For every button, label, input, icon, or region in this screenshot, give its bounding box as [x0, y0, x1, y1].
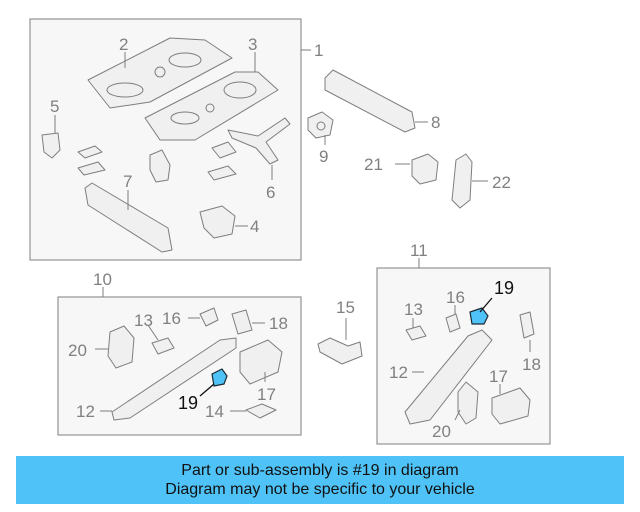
label-18-group-11: 18 [522, 355, 541, 374]
parts-diagram: 1 2 3 4 5 6 7 8 9 10 11 12 12 13 13 14 1… [29, 18, 551, 445]
part-22-pillar [451, 153, 488, 209]
part-small-bracket-e [207, 165, 237, 181]
label-10: 10 [93, 270, 112, 289]
label-12-group-10: 12 [76, 402, 95, 421]
label-12-group-11: 12 [389, 363, 408, 382]
label-18-group-10: 18 [269, 314, 288, 333]
part-15-bracket [317, 318, 363, 365]
label-22: 22 [492, 173, 511, 192]
group-11-part-19-highlight [469, 297, 493, 325]
part-small-bracket-c [149, 149, 171, 183]
group-11-part-12-rail [404, 329, 493, 425]
part-5-bracket [41, 115, 61, 159]
group-10-part-14 [230, 403, 277, 419]
banner-line-2: Diagram may not be specific to your vehi… [165, 481, 475, 498]
label-5: 5 [50, 97, 59, 116]
group-10-part-16 [188, 307, 219, 327]
group-11-part-13 [405, 318, 427, 341]
part-2-floor-pan [87, 37, 233, 109]
label-7: 7 [123, 172, 132, 191]
group-10-part-17 [239, 339, 283, 385]
label-9: 9 [319, 147, 328, 166]
group-11-part-17 [491, 384, 531, 425]
label-1: 1 [314, 41, 323, 60]
info-banner: Part or sub-assembly is #19 in diagram D… [16, 456, 624, 504]
group-11-part-20 [454, 381, 479, 425]
part-9-mount [307, 111, 334, 145]
label-13-group-10: 13 [134, 311, 153, 330]
label-16-group-11: 16 [446, 288, 465, 307]
group-11-part-16 [445, 305, 461, 333]
part-small-bracket-b [77, 161, 106, 176]
group-11-part-18 [519, 311, 535, 352]
group-10-part-13 [147, 324, 175, 355]
label-14: 14 [205, 402, 224, 421]
group-10-part-20 [95, 325, 135, 369]
label-21: 21 [364, 155, 383, 174]
label-11: 11 [410, 241, 428, 260]
label-4: 4 [250, 217, 259, 236]
part-7-side-rail [84, 182, 173, 253]
part-small-bracket-a [77, 145, 103, 159]
label-3: 3 [248, 35, 257, 54]
part-8-rail [324, 69, 428, 133]
label-19-group-11: 19 [494, 278, 514, 298]
label-8: 8 [431, 113, 440, 132]
group-10-part-12-rail [100, 337, 237, 421]
part-3-floor-pan [144, 52, 279, 141]
label-13-group-11: 13 [404, 300, 423, 319]
banner-line-1: Part or sub-assembly is #19 in diagram [181, 462, 459, 479]
label-2: 2 [119, 35, 128, 54]
label-17-group-10: 17 [257, 385, 276, 404]
label-19-group-10: 19 [178, 393, 198, 413]
label-20-group-11: 20 [432, 422, 451, 441]
label-15: 15 [336, 298, 355, 317]
label-20-group-10: 20 [68, 341, 87, 360]
group-10-part-19-highlight [199, 368, 228, 397]
part-small-bracket-d [211, 141, 237, 159]
group-10-part-18 [231, 309, 265, 335]
label-6: 6 [266, 183, 275, 202]
part-21-bracket [395, 153, 439, 185]
label-17-group-11: 17 [489, 367, 508, 386]
part-4-bracket [199, 205, 248, 239]
part-6-cross-member [227, 117, 291, 180]
label-16-group-10: 16 [162, 309, 181, 328]
